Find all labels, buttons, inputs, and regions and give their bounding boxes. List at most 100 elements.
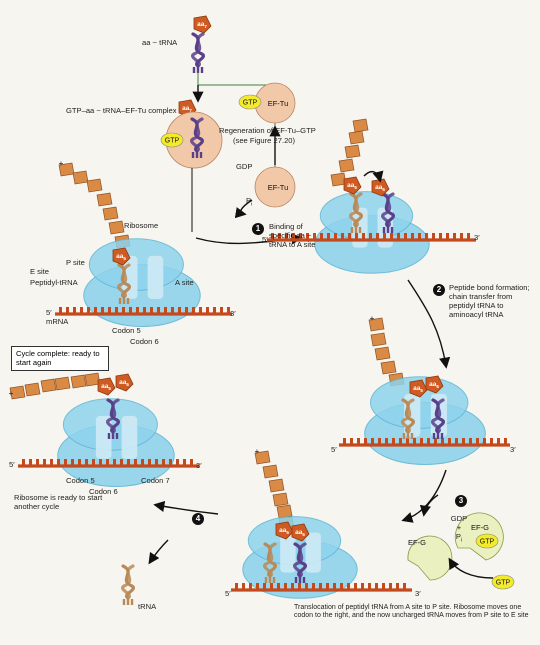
codon-base: [441, 438, 444, 445]
anticodon-base: [126, 298, 130, 304]
polypeptide-bead: [102, 206, 119, 221]
codon-base: [285, 233, 288, 240]
five-prime-5: 5′: [225, 589, 231, 598]
codon-base: [434, 438, 437, 445]
step-3-arrow: [401, 469, 447, 523]
codon-base: [378, 438, 381, 445]
codon-base: [305, 583, 308, 590]
codon-base: [57, 459, 60, 466]
ribosome-4-aa6: [115, 373, 134, 392]
codon-base: [406, 438, 409, 445]
gtp-binding-arrow: [448, 557, 494, 579]
amino-acid-label: aa5: [347, 182, 357, 190]
codon-base: [396, 583, 399, 590]
codon-base: [235, 583, 238, 590]
codon-base: [427, 438, 430, 445]
codon-base: [453, 233, 456, 240]
codon-base: [312, 583, 315, 590]
codon-base: [355, 233, 358, 240]
codon-base: [164, 307, 167, 314]
codon-base: [113, 459, 116, 466]
mrna-label: mRNA: [46, 317, 69, 326]
codon-base: [64, 459, 67, 466]
amino-acid-subscript: 5: [354, 185, 357, 190]
anticodon-base: [122, 298, 126, 304]
step-2-number: 2: [433, 284, 445, 296]
protein-body: [254, 166, 296, 208]
codon-base: [448, 438, 451, 445]
codon-base: [362, 233, 365, 240]
ribosome-3-aa5: [409, 379, 428, 398]
polypeptide-bead: [348, 130, 365, 145]
anticodon-base: [195, 152, 199, 158]
complex-gtp-pill: [160, 132, 184, 148]
anticodon-base: [268, 577, 272, 583]
anticodon-base: [294, 577, 298, 583]
codon-base: [185, 307, 188, 314]
codon-base: [143, 307, 146, 314]
codon5-label-2: Codon 5: [66, 476, 95, 485]
codon-base: [375, 583, 378, 590]
codon-base: [420, 438, 423, 445]
codon-base: [271, 233, 274, 240]
anticodon-base: [199, 152, 203, 158]
top-aa-tag: [193, 15, 212, 34]
peptidyl-trna-label: Peptidyl-tRNA: [30, 278, 78, 287]
codon-base: [108, 307, 111, 314]
polypeptide-bead: [368, 317, 385, 332]
codon-base: [291, 583, 294, 590]
codon-base: [334, 233, 337, 240]
codon-base: [333, 583, 336, 590]
codon-base: [270, 583, 273, 590]
trna-strand: [263, 542, 277, 578]
codon-base: [298, 583, 301, 590]
amino-acid-subscript: 7: [189, 108, 192, 113]
three-prime-2: 3′: [230, 309, 236, 318]
codon-base: [371, 438, 374, 445]
ribosome-5-aa5: [275, 521, 294, 540]
codon-base: [190, 459, 193, 466]
amino-acid-label: aa6: [429, 381, 439, 389]
amino-acid-subscript: 5: [108, 386, 111, 391]
trna-strand: [106, 398, 120, 434]
ribosome-1-p-trna: [117, 263, 131, 304]
codon-base: [368, 583, 371, 590]
polypeptide-bead: [344, 144, 361, 159]
regeneration-label: Regeneration of EF-Tu–GTP: [219, 126, 316, 135]
anticodon-base: [191, 152, 195, 158]
complex-trna: [190, 117, 204, 158]
codon-base: [357, 438, 360, 445]
codon-base: [341, 233, 344, 240]
codon-base: [169, 459, 172, 466]
amino-acid-label: aa5: [116, 253, 126, 261]
step-3-text: Translocation of peptidyl tRNA from A si…: [294, 604, 529, 620]
polypeptide-bead: [370, 332, 387, 347]
codon-base: [127, 459, 130, 466]
codon-base: [120, 459, 123, 466]
codon-base: [59, 307, 62, 314]
trna-strand: [191, 32, 205, 68]
step-3-gdp-arrow: [419, 494, 439, 517]
ribosome-5-aa6: [291, 523, 310, 542]
ribosome-channel: [377, 207, 393, 248]
step-4-arrow: [153, 500, 219, 515]
anticodon-base: [118, 298, 122, 304]
codon-base: [313, 233, 316, 240]
n-term-plus-5: +: [255, 447, 260, 456]
codon-base: [199, 307, 202, 314]
polypeptide-bead: [86, 178, 103, 193]
codon-base: [183, 459, 186, 466]
anticodon-base: [302, 577, 306, 583]
codon-base: [455, 438, 458, 445]
codon-base: [413, 438, 416, 445]
gdp-label: GDP: [236, 162, 253, 171]
codon-base: [364, 438, 367, 445]
ribosome-5-e-trna: [263, 542, 277, 583]
codon-base: [361, 583, 364, 590]
step-4-number: 4: [192, 513, 204, 525]
anticodon-base: [390, 227, 394, 233]
anticodon-base: [264, 577, 268, 583]
ef-g-label: EF-G: [408, 538, 426, 547]
codon-base: [446, 233, 449, 240]
codon-base: [348, 233, 351, 240]
